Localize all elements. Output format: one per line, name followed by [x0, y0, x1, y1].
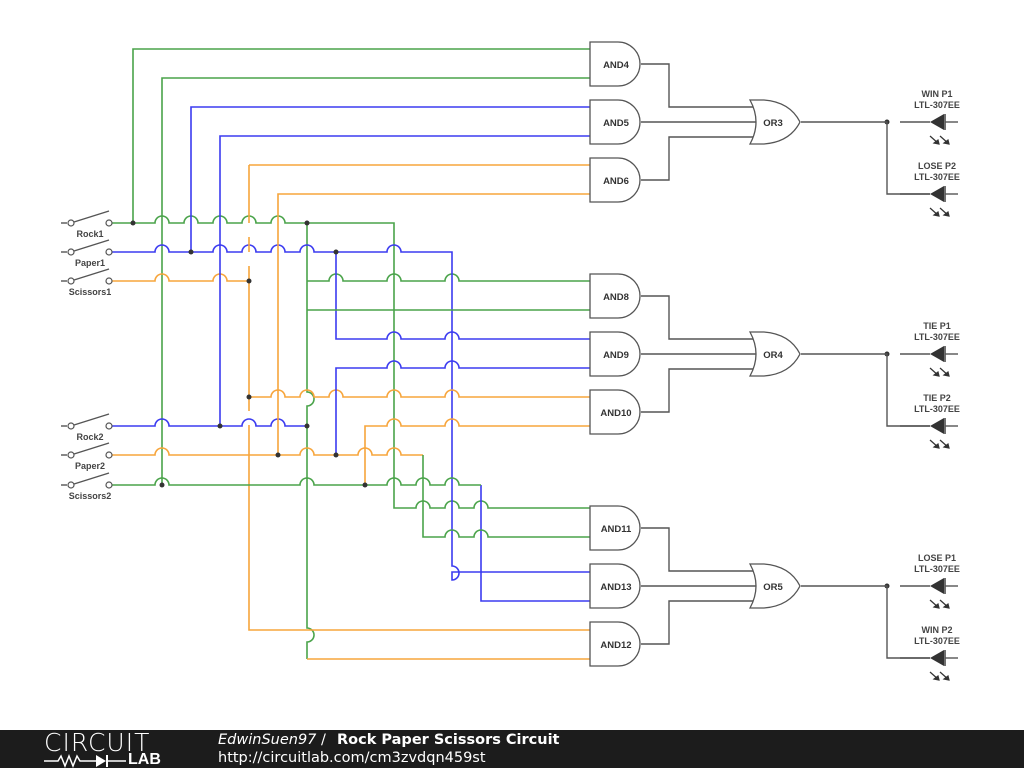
logo-lab-text: LAB — [128, 751, 161, 768]
svg-text:Scissors1: Scissors1 — [69, 287, 112, 297]
circuitlab-logo[interactable]: CIRCUIT — [44, 728, 151, 757]
svg-text:OR5: OR5 — [763, 582, 783, 593]
switch-paper2[interactable]: Paper2 — [60, 442, 113, 471]
svg-text:AND12: AND12 — [600, 640, 631, 651]
svg-text:LTL-307EE: LTL-307EE — [914, 172, 960, 182]
svg-text:AND8: AND8 — [603, 292, 629, 303]
svg-text:LOSE P2: LOSE P2 — [918, 161, 956, 171]
schematic-canvas[interactable]: Rock1 Paper1 Scissors1 Rock2 Paper2 Scis… — [0, 0, 1024, 730]
author-link[interactable]: EdwinSuen97 — [218, 732, 317, 748]
and-gate[interactable]: AND9 — [589, 331, 641, 377]
svg-text:Rock1: Rock1 — [76, 229, 103, 239]
svg-text:WIN P2: WIN P2 — [921, 625, 952, 635]
svg-text:WIN P1: WIN P1 — [921, 89, 952, 99]
svg-text:AND5: AND5 — [603, 118, 630, 129]
svg-text:LOSE P1: LOSE P1 — [918, 553, 956, 563]
wires — [112, 48, 590, 660]
title-separator: / — [321, 732, 326, 748]
svg-text:AND9: AND9 — [603, 350, 629, 361]
and-gate[interactable]: AND4 — [589, 41, 641, 87]
svg-text:LTL-307EE: LTL-307EE — [914, 404, 960, 414]
resistor-diode-icon — [44, 754, 126, 768]
or-gate[interactable]: OR4 — [749, 331, 801, 377]
svg-text:OR3: OR3 — [763, 118, 783, 129]
and-gate[interactable]: AND11 — [589, 505, 641, 551]
svg-text:AND10: AND10 — [600, 408, 631, 419]
and-gate[interactable]: AND12 — [589, 621, 641, 667]
and-gate[interactable]: AND5 — [589, 99, 641, 145]
and-gate[interactable]: AND13 — [589, 563, 641, 609]
or-gate[interactable]: OR3 — [749, 99, 801, 145]
svg-text:LTL-307EE: LTL-307EE — [914, 636, 960, 646]
svg-text:AND11: AND11 — [601, 524, 632, 535]
svg-text:Scissors2: Scissors2 — [69, 491, 112, 501]
svg-text:Paper2: Paper2 — [75, 461, 105, 471]
and-gate[interactable]: AND8 — [589, 273, 641, 319]
svg-text:LTL-307EE: LTL-307EE — [914, 332, 960, 342]
svg-text:LTL-307EE: LTL-307EE — [914, 564, 960, 574]
svg-text:Rock2: Rock2 — [76, 432, 103, 442]
svg-text:OR4: OR4 — [763, 350, 783, 361]
and-gate[interactable]: AND10 — [589, 389, 641, 435]
or-gate[interactable]: OR5 — [749, 563, 801, 609]
switch-rock1[interactable]: Rock1 — [60, 210, 113, 239]
circuit-title: Rock Paper Scissors Circuit — [337, 732, 560, 748]
svg-text:TIE P2: TIE P2 — [923, 393, 951, 403]
svg-text:Paper1: Paper1 — [75, 258, 105, 268]
switch-scissors2[interactable]: Scissors2 — [60, 472, 113, 501]
wire-rock1 — [112, 215, 590, 509]
svg-text:AND13: AND13 — [600, 582, 631, 593]
and-gate[interactable]: AND6 — [589, 157, 641, 203]
svg-text:LTL-307EE: LTL-307EE — [914, 100, 960, 110]
svg-text:AND6: AND6 — [603, 176, 629, 187]
svg-text:TIE P1: TIE P1 — [923, 321, 951, 331]
circuit-url[interactable]: http://circuitlab.com/cm3zvdqn459st — [218, 750, 486, 766]
footer-bar: CIRCUIT LAB EdwinSuen97 / Rock Paper Sci… — [0, 730, 1024, 768]
switch-scissors1[interactable]: Scissors1 — [60, 268, 113, 297]
switch-paper1[interactable]: Paper1 — [60, 239, 113, 268]
svg-text:AND4: AND4 — [603, 60, 630, 71]
switch-rock2[interactable]: Rock2 — [60, 413, 113, 442]
